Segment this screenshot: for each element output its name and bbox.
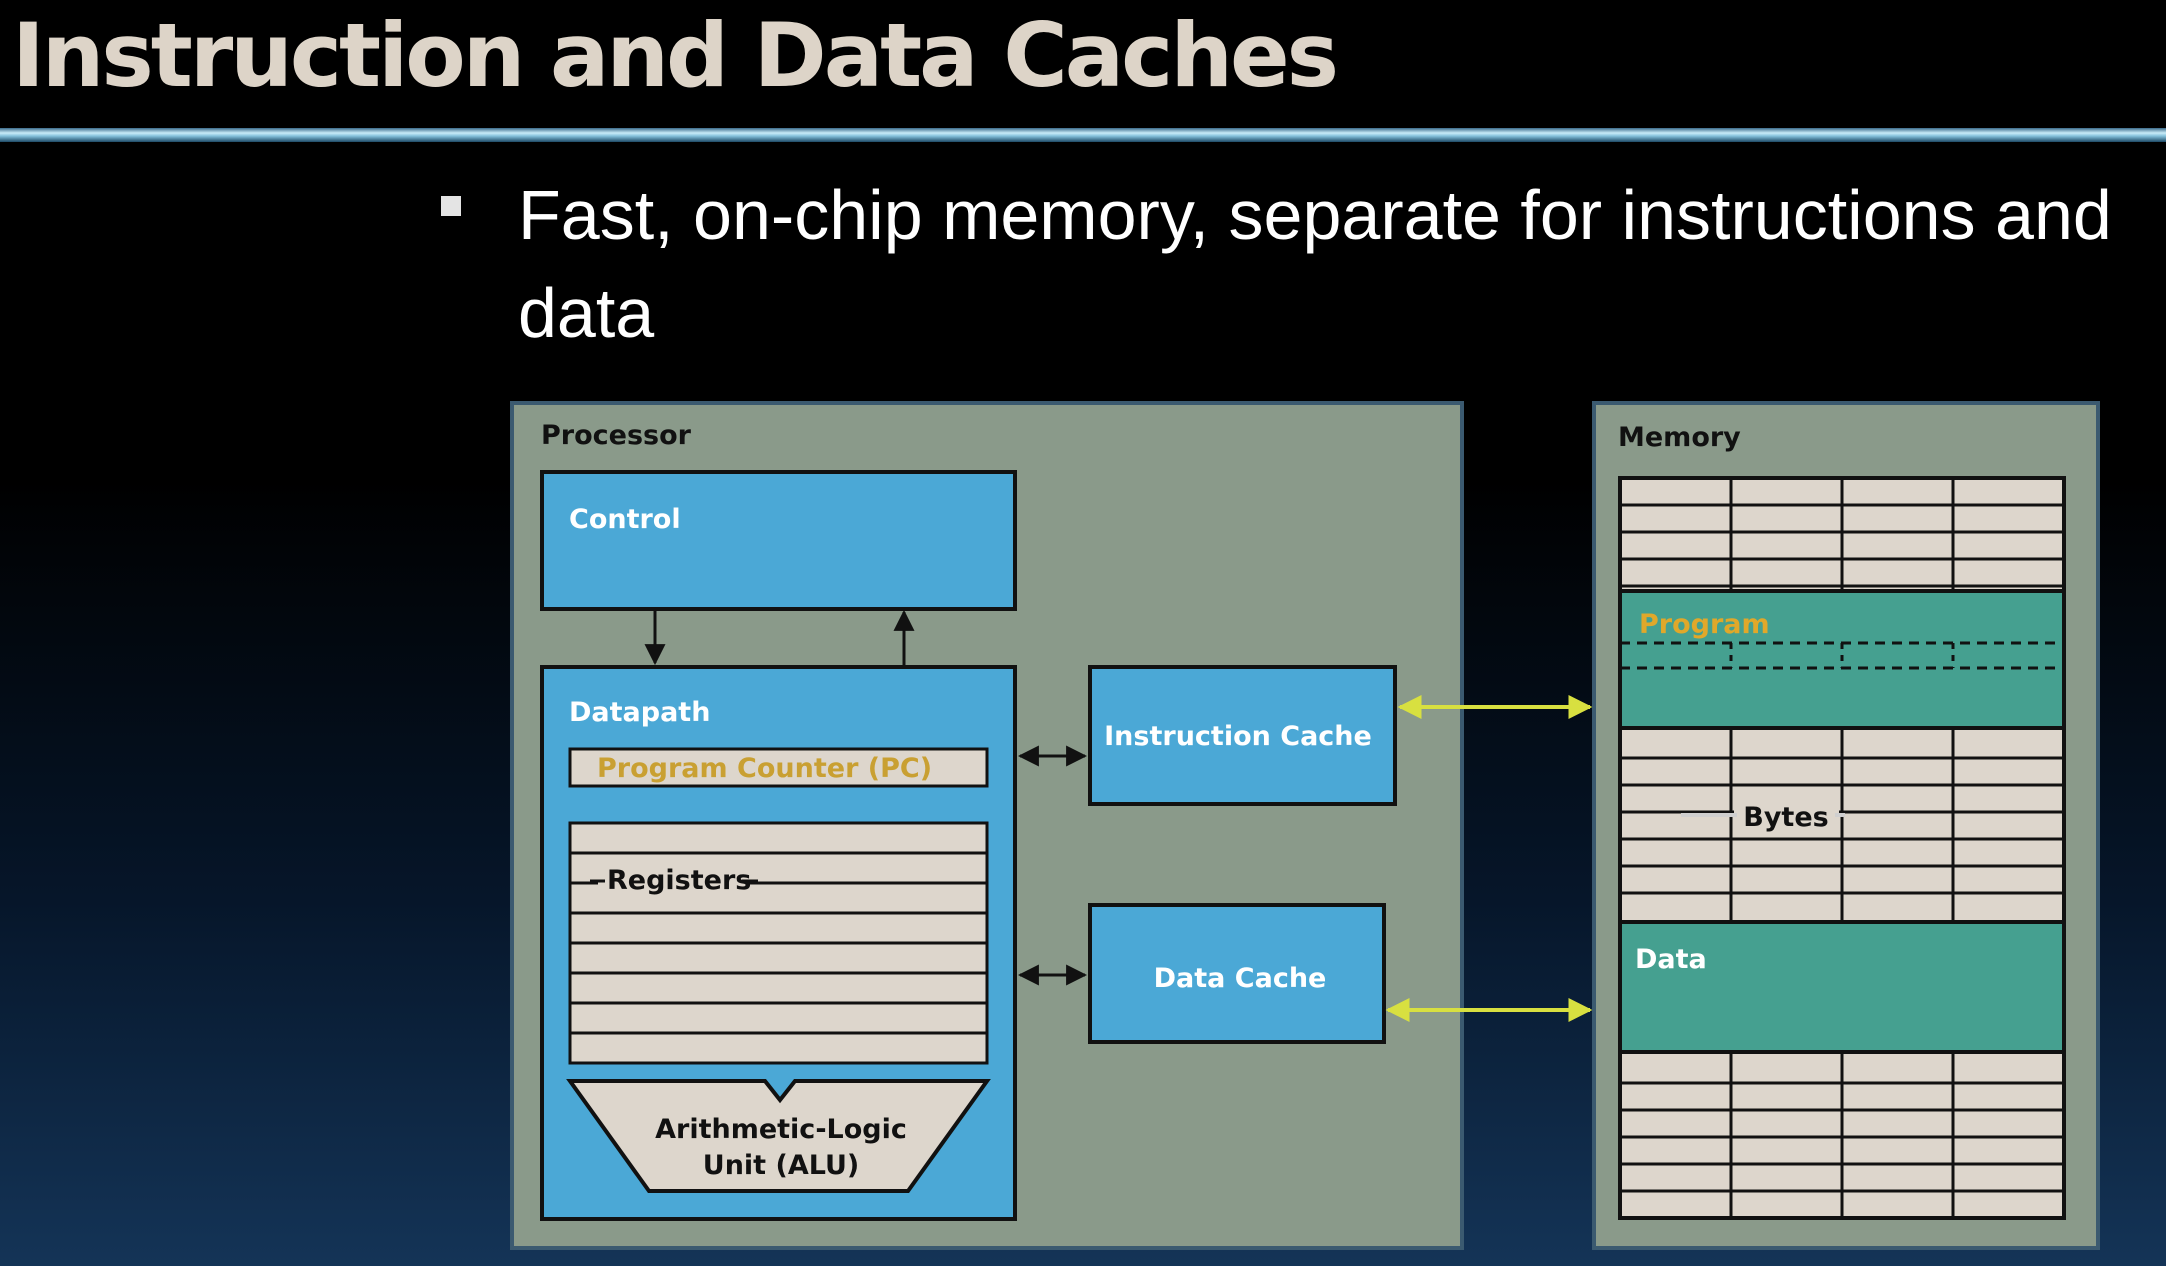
bullet-marker-icon (441, 196, 461, 216)
registers-label: Registers (607, 865, 751, 896)
data-cache-label: Data Cache (1154, 963, 1327, 994)
bullet-text: Fast, on-chip memory, separate for instr… (518, 176, 2112, 352)
program-counter: Program Counter (PC) (568, 747, 989, 788)
datapath-block: Datapath Program Counter (PC) Registers (540, 665, 1017, 1221)
alu-label-line2: Unit (ALU) (703, 1150, 859, 1181)
alu-label-line1: Arithmetic-Logic (655, 1114, 907, 1145)
control-label: Control (569, 504, 681, 535)
slide-title: Instruction and Data Caches (12, 4, 1339, 107)
memory-panel: Memory (1592, 401, 2100, 1250)
program-label: Program (1639, 609, 1770, 640)
program-counter-label: Program Counter (PC) (597, 753, 932, 784)
memory-data-segment: Data (1618, 920, 2066, 1054)
instruction-cache-label: Instruction Cache (1104, 721, 1372, 752)
data-label: Data (1635, 944, 1707, 975)
title-divider (0, 128, 2166, 142)
memory-program-segment: Program (1618, 589, 2066, 730)
instruction-cache: Instruction Cache (1088, 665, 1397, 806)
bytes-label-group: Bytes (1681, 799, 1845, 833)
control-block: Control (540, 470, 1017, 611)
datapath-label: Datapath (569, 697, 710, 728)
processor-label: Processor (541, 420, 692, 451)
alu: Arithmetic-Logic Unit (ALU) (566, 1079, 991, 1193)
registers: Registers (568, 821, 989, 1065)
memory-label: Memory (1618, 422, 1741, 453)
data-cache: Data Cache (1088, 903, 1386, 1044)
bytes-label: Bytes (1743, 802, 1828, 833)
